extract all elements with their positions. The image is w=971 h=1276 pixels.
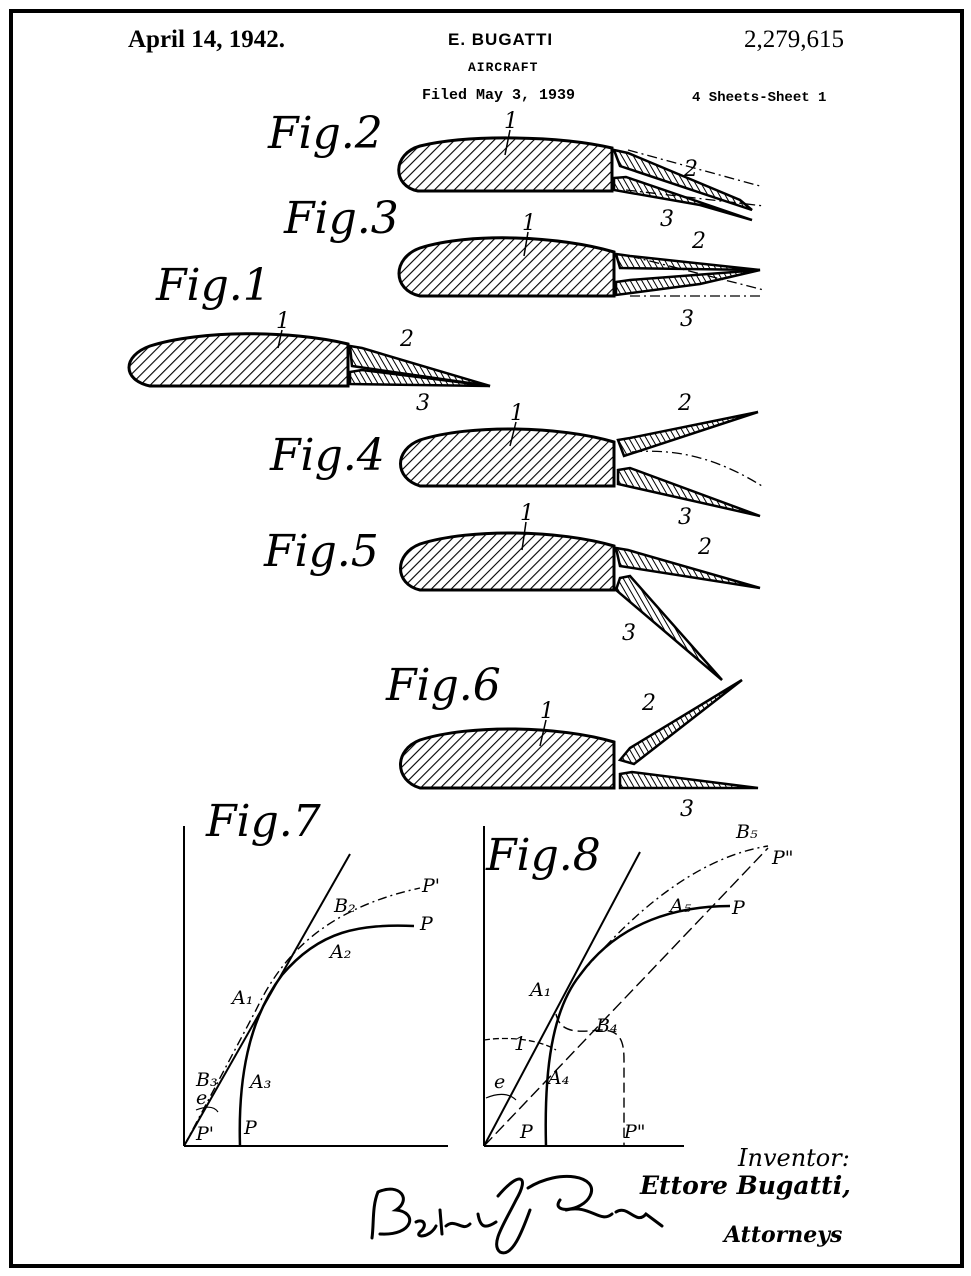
fig2-lower-flap [612,175,753,222]
fig7-label: Fig.7 [205,796,321,847]
fig1-ref-1: 1 [276,309,290,334]
fig2-upper-flap [612,148,753,212]
fig8-p-dbl-bottom: P" [623,1121,646,1143]
fig5-ref-2: 2 [697,535,712,560]
fig5-upper-flap [614,546,761,590]
fig2-ref-2: 2 [683,157,698,182]
fig7-b2: B₂ [333,895,356,917]
fig6-ref-2: 2 [641,691,656,716]
fig7-p-bottom: P [243,1117,258,1139]
fig7-a1: A₁ [230,987,253,1009]
fig8-a1: A₁ [528,979,551,1001]
fig2-ref-3: 3 [660,207,674,232]
fig4-ref-1: 1 [510,401,524,426]
fig8-p: P [731,897,746,919]
fig6-label: Fig.6 [385,660,501,711]
fig8-p-dbl: P" [771,847,794,869]
fig8-label: Fig.8 [485,830,601,881]
fig6-lower-flap [618,770,759,790]
fig2-wing [397,136,614,193]
fig1-wing [127,332,350,388]
fig3-upper-flap [614,252,761,272]
figure-4: Fig.4 1 2 3 [269,391,763,530]
fig7-e: e [196,1087,207,1109]
fig7-p-prime-bottom: P' [195,1123,214,1145]
inventor-signature: Ettore Bugatti, [639,1171,851,1200]
patent-title: AIRCRAFT [468,60,539,75]
fig2-ref-1: 1 [504,109,518,134]
fig8-b5: B₅ [735,821,758,843]
fig8-a4: A₄ [546,1067,569,1089]
fig5-lower-flap [614,574,723,681]
fig4-label: Fig.4 [269,430,385,481]
sheet-number: 4 Sheets-Sheet 1 [692,90,827,106]
fig4-ref-3: 3 [678,505,692,530]
fig3-ref-1: 1 [522,211,536,236]
fig4-lower-flap [616,466,761,518]
fig4-dash-outline [631,450,763,487]
fig8-b4: B₄ [595,1015,618,1037]
fig8-one: 1 [514,1033,526,1055]
fig3-ref-3: 3 [680,307,694,332]
fig1-ref-3: 3 [416,391,430,416]
fig5-ref-1: 1 [520,501,534,526]
figure-3: Fig.3 1 2 3 [283,193,765,332]
attorneys-label: Attorneys [722,1222,842,1248]
footer: Inventor: Ettore Bugatti, Attorneys [370,1144,851,1255]
figure-8: Fig.8 B₅ P" A₅ P A₁ B₄ A₄ 1 e P P" [483,821,794,1147]
fig7-a3: A₃ [248,1071,271,1093]
page-border [9,9,964,1268]
filed-date: Filed May 3, 1939 [422,87,576,104]
figure-1: Fig.1 1 2 3 [127,260,491,416]
figure-6: Fig.6 1 2 3 [385,660,759,822]
fig2-dash-outline [625,149,765,207]
fig7-b3: B₃ [195,1069,218,1091]
fig1-ref-2: 2 [399,327,414,352]
fig5-wing [399,531,616,592]
fig3-label: Fig.3 [283,193,399,244]
fig3-lower-flap [614,268,761,297]
attorney-signature [370,1175,664,1255]
fig1-lower-flap [348,368,491,388]
fig4-wing [399,427,616,488]
fig3-ref-2: 2 [691,229,706,254]
fig8-a5: A₅ [668,895,692,917]
fig6-upper-flap [617,678,743,766]
fig2-label: Fig.2 [267,108,383,159]
fig3-dash-outline [629,255,765,297]
inventor-label: Inventor: [737,1144,850,1172]
fig5-label: Fig.5 [263,526,379,577]
figure-5: Fig.5 1 2 3 [263,501,761,681]
figure-2: Fig.2 1 2 3 [267,108,765,232]
fig6-ref-1: 1 [540,699,554,724]
patent-date: April 14, 1942. [128,26,285,53]
fig8-e: e [494,1071,505,1093]
fig6-wing [399,727,616,790]
inventor-name: E. BUGATTI [448,30,554,49]
fig7-p-prime: P' [421,875,440,897]
fig6-ref-3: 3 [680,797,694,822]
fig7-p: P [419,913,434,935]
fig5-ref-3: 3 [622,621,636,646]
fig7-a2: A₂ [328,941,351,963]
patent-number: 2,279,615 [744,26,844,53]
fig4-ref-2: 2 [677,391,692,416]
fig3-wing [397,236,616,298]
figure-7: Fig.7 B₂ P' P A₂ A₁ B₃ A₃ e P' P [183,796,448,1147]
fig8-p-bottom: P [519,1121,534,1143]
fig4-upper-flap [616,410,759,458]
fig1-label: Fig.1 [155,260,271,311]
